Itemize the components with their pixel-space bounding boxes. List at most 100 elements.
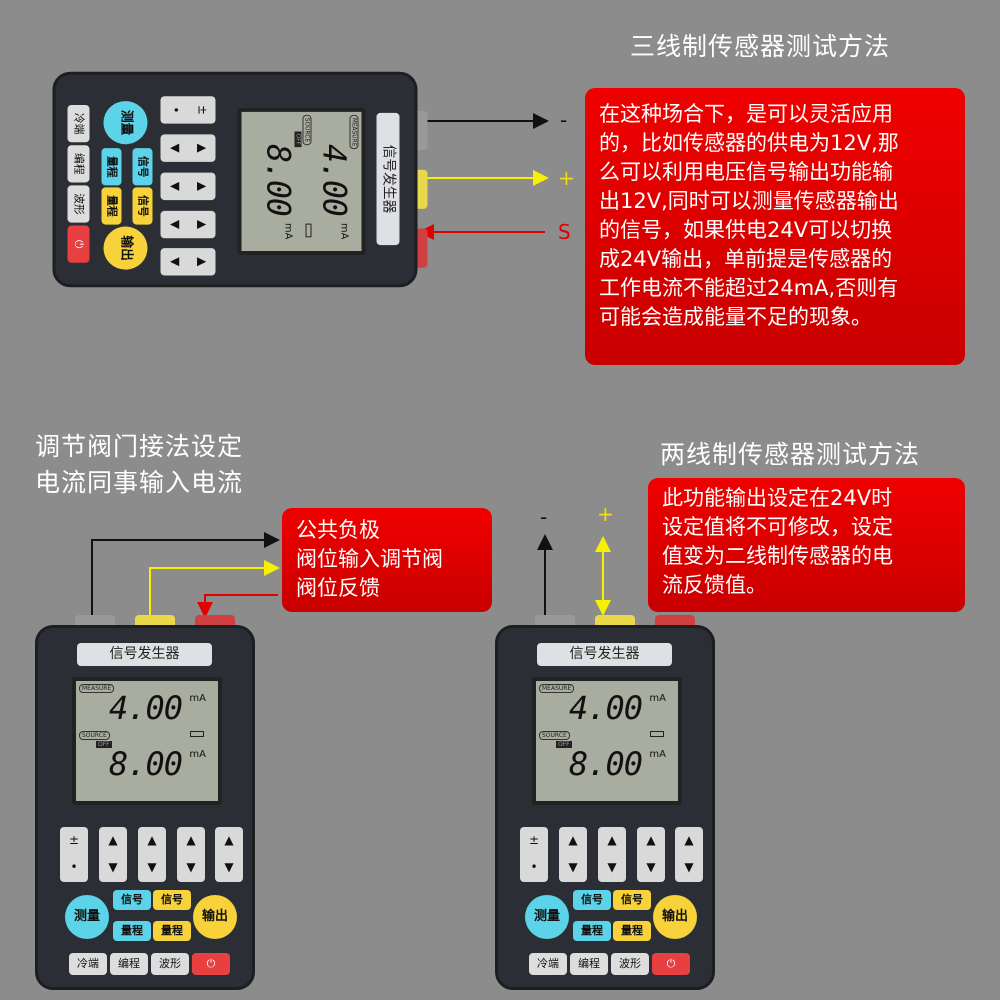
sign-label: ±: [195, 104, 210, 115]
digit-key[interactable]: ▲▼: [160, 210, 216, 239]
valve-title-line1: 调节阀门接法设定: [35, 432, 244, 461]
source-tag: SOURCE: [302, 114, 312, 145]
up-arrow-icon: ▲: [646, 833, 656, 847]
program-button[interactable]: 编程: [67, 145, 90, 183]
digit-key[interactable]: ▲▼: [598, 827, 626, 882]
measure-unit: mA: [189, 693, 206, 704]
output-button[interactable]: 输出: [103, 226, 148, 270]
up-arrow-icon: ▲: [108, 833, 118, 847]
measure-signal-button[interactable]: 信号: [132, 148, 153, 186]
digit-key[interactable]: ▲▼: [177, 827, 205, 882]
source-reading: 8.00: [259, 144, 298, 216]
digit-key[interactable]: ▲▼: [138, 827, 166, 882]
source-tag: SOURCE: [539, 731, 570, 740]
measure-button[interactable]: 测量: [525, 895, 569, 939]
wire-black: [91, 532, 280, 625]
digit-key[interactable]: ▲▼: [559, 827, 587, 882]
sign-dot-key[interactable]: ±•: [520, 827, 548, 882]
measure-range-button[interactable]: 量程: [113, 921, 151, 941]
digit-key[interactable]: ▲▼: [675, 827, 703, 882]
text-line: 出12V,同时可以测量传感器输出: [599, 189, 899, 213]
down-arrow-icon: ▼: [607, 860, 617, 874]
source-tag: SOURCE: [79, 731, 110, 740]
text-line: 流反馈值。: [662, 573, 767, 597]
output-button[interactable]: 输出: [193, 895, 237, 939]
dot-label: •: [530, 860, 538, 874]
lcd-screen: MEASURE 4.00 mA SOURCE OFF 8.00 mA: [237, 107, 366, 255]
measure-button[interactable]: 测量: [103, 101, 148, 145]
measure-reading: 4.00: [315, 144, 354, 216]
down-arrow-icon: ▼: [646, 860, 656, 874]
battery-icon: [650, 731, 664, 737]
up-arrow-icon: ▲: [195, 181, 210, 191]
sign-dot-key[interactable]: ±•: [60, 827, 88, 882]
signal-generator-top: 信号发生器 MEASURE 4.00 mA SOURCE OFF 8.00 mA…: [52, 71, 428, 288]
cold-junction-button[interactable]: 冷端: [529, 953, 567, 975]
text-line: 公共负极: [296, 518, 380, 542]
source-reading: 8.00: [108, 745, 183, 783]
measure-range-button[interactable]: 量程: [101, 148, 122, 186]
text-line: 设定值将不可修改，设定: [662, 515, 893, 539]
lcd-screen: MEASURE 4.00 mA SOURCE OFF 8.00 mA: [532, 677, 682, 805]
down-arrow-icon: ▼: [168, 257, 183, 267]
down-arrow-icon: ▼: [224, 860, 234, 874]
text-line: 可能会造成能量不足的现象。: [599, 305, 872, 329]
cold-junction-button[interactable]: 冷端: [69, 953, 107, 975]
dot-label: •: [168, 106, 183, 114]
down-arrow-icon: ▼: [168, 220, 183, 230]
sign-label: ±: [528, 833, 540, 847]
down-arrow-icon: ▼: [684, 860, 694, 874]
program-button[interactable]: 编程: [110, 953, 148, 975]
measure-tag: MEASURE: [539, 684, 575, 693]
text-line: 阀位反馈: [296, 576, 380, 600]
digit-key[interactable]: ▲▼: [637, 827, 665, 882]
text-line: 工作电流不能超过24mA,否则有: [599, 276, 899, 300]
waveform-button[interactable]: 波形: [611, 953, 649, 975]
source-off: OFF: [96, 741, 112, 748]
output-button[interactable]: 输出: [653, 895, 697, 939]
digit-key[interactable]: ▲▼: [99, 827, 127, 882]
text-line: 在这种场合下，是可以灵活应用: [599, 102, 893, 126]
up-arrow-icon: ▲: [147, 833, 157, 847]
two-wire-description: 此功能输出设定在24V时 设定值将不可修改，设定 值变为二线制传感器的电 流反馈…: [648, 478, 965, 612]
measure-reading: 4.00: [108, 689, 183, 727]
output-signal-button[interactable]: 信号: [132, 187, 153, 225]
output-range-button[interactable]: 量程: [101, 187, 122, 225]
output-range-button[interactable]: 量程: [153, 921, 191, 941]
digit-key[interactable]: ▲▼: [160, 134, 216, 162]
program-button[interactable]: 编程: [570, 953, 608, 975]
digit-key[interactable]: ▲▼: [160, 248, 216, 276]
measure-signal-button[interactable]: 信号: [113, 890, 151, 910]
text-line: 么可以利用电压信号输出功能输: [599, 160, 893, 184]
source-off: OFF: [556, 741, 572, 748]
valve-description: 公共负极 阀位输入调节阀 阀位反馈: [282, 508, 492, 612]
text-line: 的信号，如果供电24V可以切换: [599, 218, 893, 242]
terminal-plus-label: +: [558, 166, 575, 190]
measure-range-button[interactable]: 量程: [573, 921, 611, 941]
up-arrow-icon: ▲: [195, 257, 210, 267]
power-button[interactable]: ⏻: [652, 953, 690, 975]
text-line: 值变为二线制传感器的电: [662, 544, 893, 568]
waveform-button[interactable]: 波形: [151, 953, 189, 975]
source-unit: mA: [282, 223, 294, 240]
digit-key[interactable]: ▲▼: [215, 827, 243, 882]
two-wire-plus-label: +: [597, 502, 614, 526]
output-signal-button[interactable]: 信号: [153, 890, 191, 910]
digit-key[interactable]: ▲▼: [160, 172, 216, 201]
measure-signal-button[interactable]: 信号: [573, 890, 611, 910]
lcd-screen: MEASURE 4.00 mA SOURCE OFF 8.00 mA: [72, 677, 222, 805]
cold-junction-button[interactable]: 冷端: [67, 105, 90, 143]
text-line: 此功能输出设定在24V时: [662, 486, 893, 510]
power-button[interactable]: ⏻: [67, 225, 90, 263]
up-arrow-icon: ▲: [568, 833, 578, 847]
output-signal-button[interactable]: 信号: [613, 890, 651, 910]
device-nameplate: 信号发生器: [77, 643, 212, 666]
measure-button[interactable]: 测量: [65, 895, 109, 939]
power-button[interactable]: ⏻: [192, 953, 230, 975]
output-range-button[interactable]: 量程: [613, 921, 651, 941]
source-unit: mA: [649, 749, 666, 760]
device-nameplate: 信号发生器: [537, 643, 672, 666]
waveform-button[interactable]: 波形: [67, 185, 90, 223]
sign-dot-key[interactable]: ±•: [160, 96, 216, 124]
up-arrow-icon: ▲: [607, 833, 617, 847]
